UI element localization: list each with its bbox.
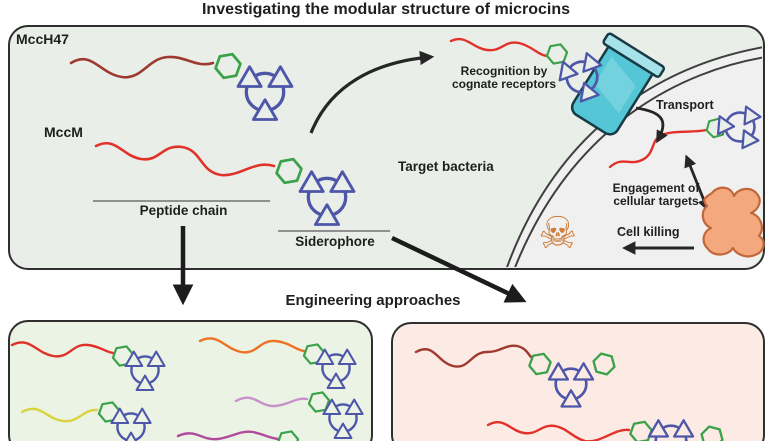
cellular-target-blob [701, 186, 765, 258]
transport-arrow [635, 106, 668, 144]
peptide-chain-label: Peptide chain [139, 203, 228, 218]
siderophore-icon [298, 170, 356, 227]
hexagon-linker-icon [212, 49, 244, 83]
mccm-label: MccM [44, 124, 83, 140]
transport-label: Transport [656, 98, 714, 112]
engineered-siderophore-variants [414, 344, 726, 441]
hexagon-linker-icon [273, 154, 305, 188]
receptor-cylinder-icon [570, 32, 666, 136]
mccm-microcin [94, 142, 356, 227]
cell-killing-label: Cell killing [617, 225, 680, 239]
mcch47-label: MccH47 [16, 31, 69, 47]
skull-crossbones-icon: ☠ [538, 208, 578, 259]
mcch47-microcin [69, 49, 294, 122]
recognition-arrow [309, 50, 435, 134]
to-siderophore-engineering-arrow [391, 235, 527, 303]
recognition-microcin [449, 37, 612, 108]
recognition-label: Recognition by cognate receptors [451, 64, 557, 91]
siderophore-label: Siderophore [295, 234, 375, 249]
transported-microcin [608, 103, 763, 169]
figure-title: Investigating the modular structure of m… [201, 1, 571, 18]
target-bacteria-label: Target bacteria [398, 159, 494, 174]
engineering-heading: Engineering approaches [285, 292, 461, 309]
siderophore-icon [236, 65, 294, 122]
engagement-label: Engagement of cellular targets [612, 181, 700, 208]
engineered-peptide-variants [10, 337, 364, 441]
engineering-siderophore-panel [391, 322, 765, 441]
